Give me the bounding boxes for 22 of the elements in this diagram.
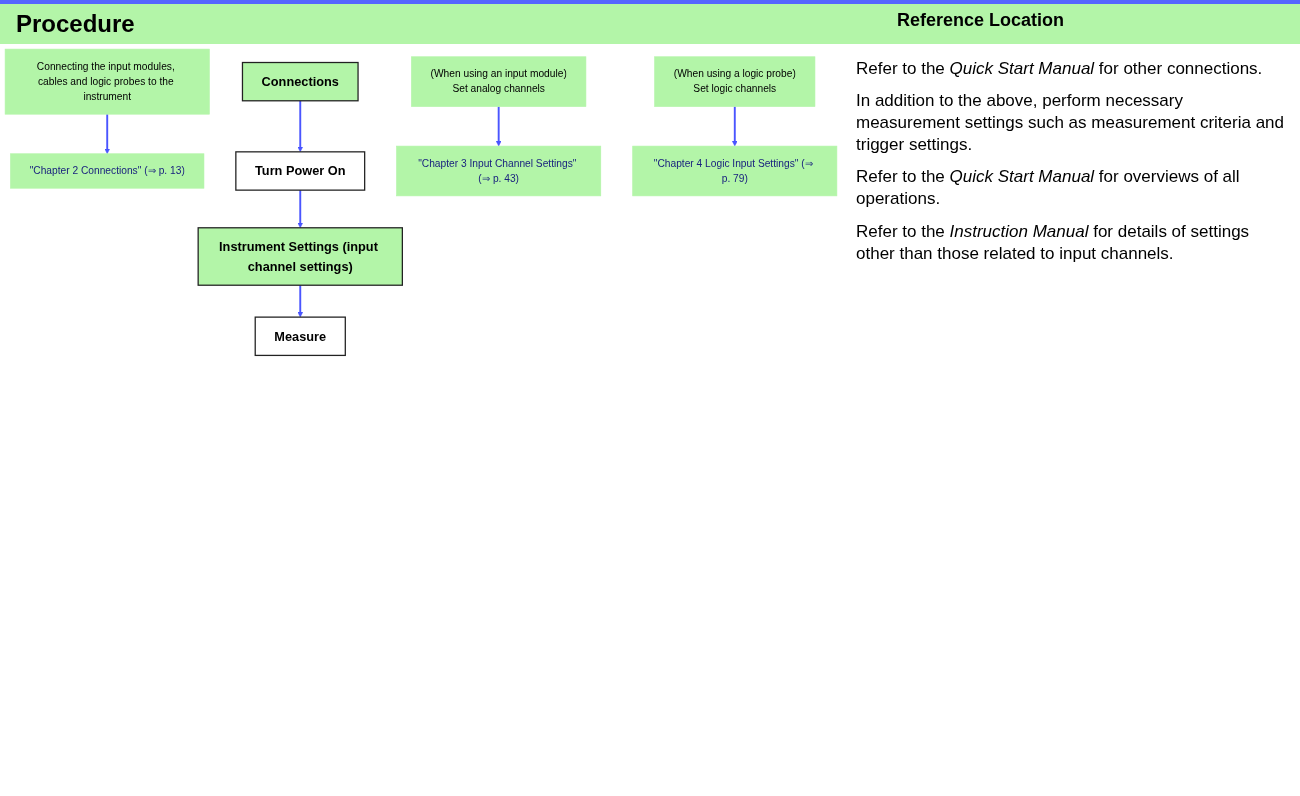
node-box: Connections [241,61,359,102]
note-text: Refer to the Quick Start Manual for overviews of all operations. [856,166,1241,211]
arrow [297,284,304,318]
arrow [732,105,738,147]
arrow [495,105,502,147]
node-box: Turn Power On [235,151,366,191]
node-box: "Chapter 4 Logic Input Settings" (⇒ p. 79) [632,145,838,197]
node-box: Connecting the input modules, cables and logic probes to the instrument [4,48,210,115]
column-heading: Procedure [16,10,135,38]
arrow [297,189,304,229]
node-box: (When using an input module) Set analog channels [411,56,587,107]
note-text: In addition to the above, perform necessary measurement settings such as measurement criteria and trigger settings. [856,90,1286,157]
node-box: Instrument Settings (input channel settings) [197,227,403,286]
column-heading: Reference Location [896,10,1064,32]
arrow [104,113,110,154]
arrow [297,99,304,153]
node-box: "Chapter 2 Connections" (⇒ p. 13) [10,153,205,189]
node-box: "Chapter 3 Input Channel Settings" (⇒ p. 43) [396,145,602,197]
node-box: (When using a logic probe) Set logic channels [654,56,816,107]
note-text: Refer to the Quick Start Manual for other connections. [856,58,1264,80]
node-box: Measure [254,316,346,357]
note-text: Refer to the Instruction Manual for details of settings other than those related to input channels. [856,220,1251,265]
